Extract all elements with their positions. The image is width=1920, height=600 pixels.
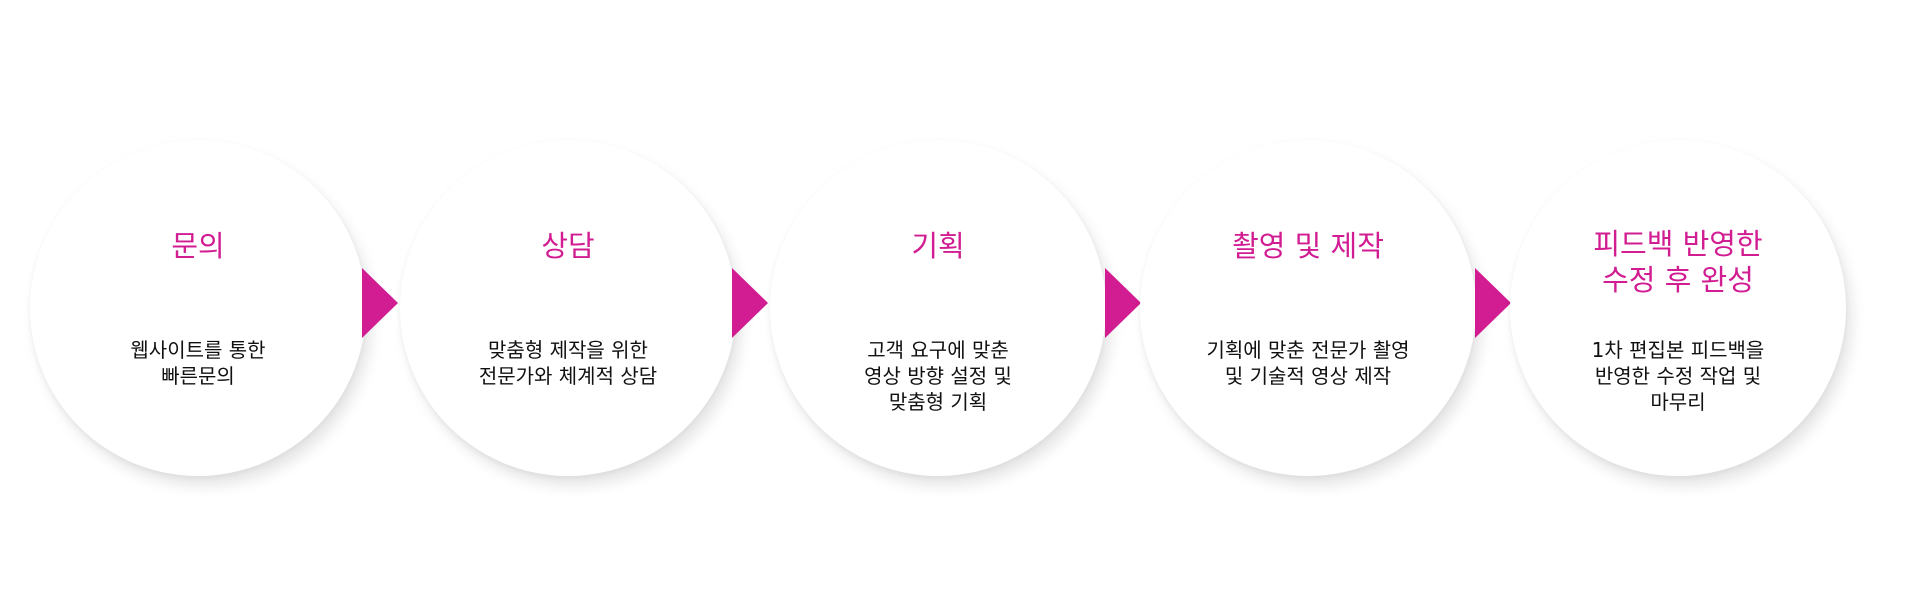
step-description: 웹사이트를 통한 빠른문의 xyxy=(130,338,266,388)
step-inquiry: 문의 웹사이트를 통한 빠른문의 xyxy=(30,140,366,476)
step-consultation: 상담 맞춤형 제작을 위한 전문가와 체계적 상담 xyxy=(400,140,736,476)
step-feedback-completion: 피드백 반영한 수정 후 완성 1차 편집본 피드백을 반영한 수정 작업 및 … xyxy=(1510,140,1846,476)
chevron-right-icon xyxy=(1105,268,1141,338)
chevron-right-icon xyxy=(362,268,398,338)
step-description: 맞춤형 제작을 위한 전문가와 체계적 상담 xyxy=(478,338,658,388)
step-description: 고객 요구에 맞춘 영상 방향 설정 및 맞춤형 기획 xyxy=(864,338,1012,414)
step-planning: 기획 고객 요구에 맞춘 영상 방향 설정 및 맞춤형 기획 xyxy=(770,140,1106,476)
step-filming-production: 촬영 및 제작 기획에 맞춘 전문가 촬영 및 기술적 영상 제작 xyxy=(1140,140,1476,476)
step-description: 기획에 맞춘 전문가 촬영 및 기술적 영상 제작 xyxy=(1206,338,1410,388)
chevron-right-icon xyxy=(1475,268,1511,338)
step-title: 피드백 반영한 수정 후 완성 xyxy=(1593,227,1763,297)
step-title: 촬영 및 제작 xyxy=(1232,229,1384,263)
step-title: 기획 xyxy=(911,229,965,263)
step-title: 상담 xyxy=(541,229,595,263)
step-description: 1차 편집본 피드백을 반영한 수정 작업 및 마무리 xyxy=(1591,338,1765,414)
chevron-right-icon xyxy=(732,268,768,338)
step-title: 문의 xyxy=(171,229,225,263)
